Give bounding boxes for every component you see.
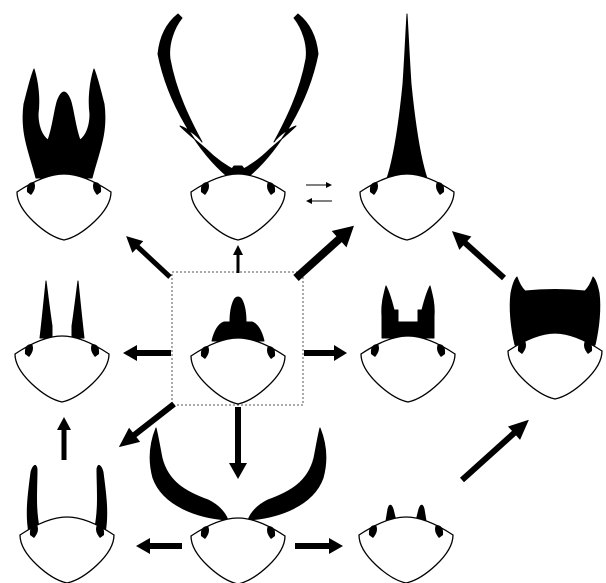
arrow-to-single-tall-horn	[289, 218, 362, 287]
arrow-reversible-antler-single	[306, 182, 332, 204]
arrow-reversible-forward	[306, 182, 332, 188]
head-antler-horns	[158, 14, 318, 240]
head-forked-broad-horn	[17, 69, 111, 240]
head-single-tall-horn	[360, 14, 454, 240]
arrow-curved-to-lateral	[136, 538, 182, 554]
horn-curved-right	[248, 428, 326, 520]
head-lateral-short-horns	[20, 465, 114, 583]
head-twin-thin-horns	[15, 281, 109, 402]
horn-forked-broad	[23, 69, 105, 178]
arrow-curved-to-small-bumps	[295, 538, 343, 554]
arrow-to-crown-horn	[304, 345, 347, 361]
arrow-lateral-to-twin-thin	[57, 417, 71, 460]
arrow-bumps-to-broad-plate	[456, 413, 535, 487]
head-broad-plate-horn	[508, 277, 602, 399]
arrow-to-antler-horns	[233, 245, 243, 273]
horn-crown	[382, 286, 434, 338]
head-twin-small-bumps	[359, 505, 453, 583]
horn-lateral-left	[27, 465, 39, 533]
horn-central-boss	[212, 297, 264, 341]
arrow-reversible-back	[306, 198, 332, 204]
horn-thin-left	[40, 281, 52, 338]
arrow-broad-plate-to-single-tall	[446, 224, 510, 284]
horn-antler-right	[238, 14, 318, 177]
arrow-to-forked-broad-horn	[121, 230, 176, 283]
horn-single-tall	[385, 14, 429, 184]
arrow-to-long-curved-horns	[229, 407, 247, 479]
horn-lateral-right	[95, 465, 107, 533]
horn-antler-left	[158, 14, 238, 177]
arrow-to-twin-thin-horns	[123, 345, 171, 361]
antler-base-notch	[228, 166, 248, 174]
horn-thin-right	[72, 281, 84, 338]
head-crown-horn	[361, 286, 455, 402]
horn-curved-left	[150, 428, 228, 520]
head-ancestral-central-boss	[191, 297, 285, 404]
arrow-to-lateral-short-horns	[113, 397, 179, 454]
